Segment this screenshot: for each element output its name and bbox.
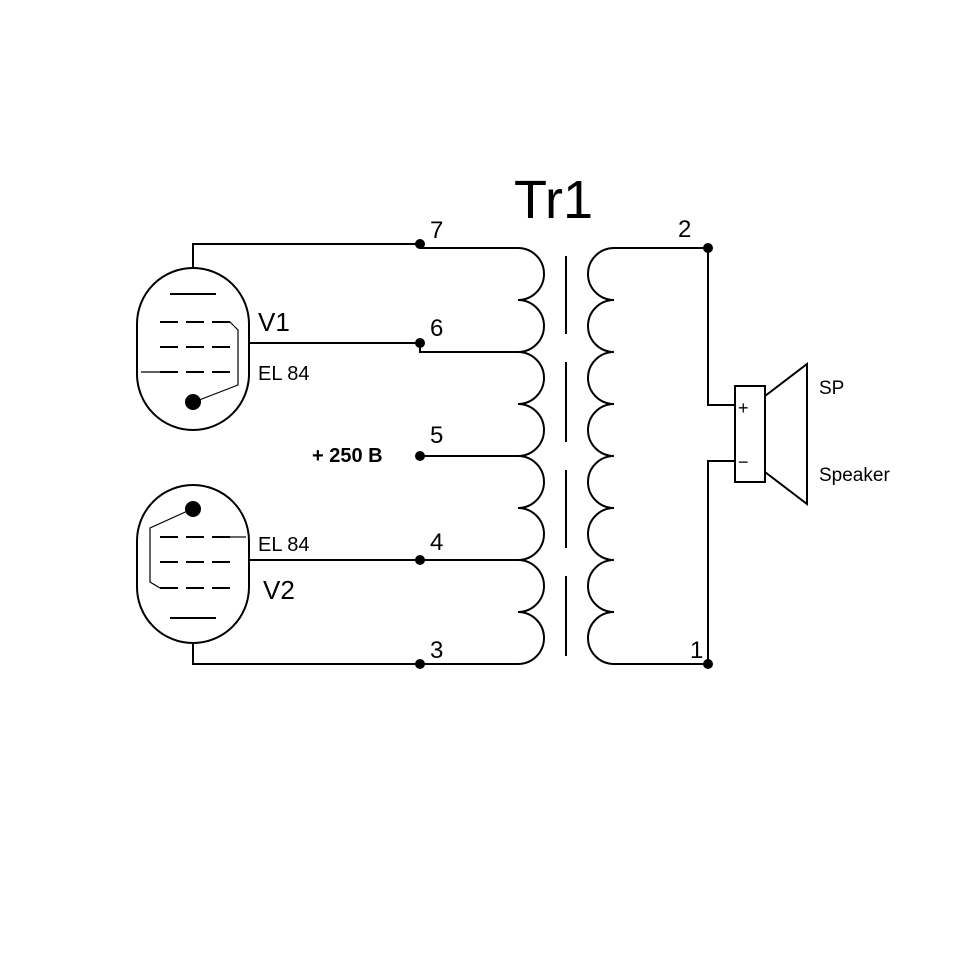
- speaker-cone: [764, 361, 808, 507]
- speaker-sp: + − SP Speaker: [734, 361, 890, 507]
- terminal-6: [415, 338, 425, 348]
- terminal-4: [415, 555, 425, 565]
- tube-v2-suppressor-link: [149, 508, 193, 589]
- tube-v2-cathode: [185, 501, 201, 517]
- primary-terminals: [415, 239, 425, 669]
- tube-v2-name: V2: [263, 575, 295, 605]
- tube-v2-type: EL 84: [258, 534, 310, 556]
- tube-v1-type: EL 84: [258, 363, 310, 385]
- pin-label-7: 7: [430, 217, 443, 244]
- pin-label-2: 2: [678, 216, 691, 243]
- terminal-3: [415, 659, 425, 669]
- speaker-plus-sign: +: [738, 398, 749, 418]
- speaker-label: SP: [819, 378, 844, 399]
- terminal-7: [415, 239, 425, 249]
- tube-v1-name: V1: [258, 307, 290, 337]
- pin-label-5: 5: [430, 422, 443, 449]
- transformer-tr1: Tr1: [514, 170, 615, 665]
- tube-v1-grids: [160, 321, 230, 373]
- primary-pin-labels: 7 6 5 4 3: [430, 217, 443, 664]
- tube-v2: EL 84 V2: [136, 484, 310, 644]
- supply-voltage-label: + 250 В: [312, 445, 383, 467]
- transformer-label: Tr1: [514, 170, 593, 230]
- tube-v2-envelope: [136, 484, 250, 644]
- pin-label-3: 3: [430, 637, 443, 664]
- pin-label-1: 1: [690, 637, 703, 664]
- tube-v1: V1 EL 84: [136, 267, 310, 431]
- tube-v2-grids: [160, 536, 230, 589]
- speaker-name: Speaker: [819, 465, 890, 486]
- pin-label-6: 6: [430, 315, 443, 342]
- pin-label-4: 4: [430, 529, 443, 556]
- terminal-1: [703, 659, 713, 669]
- terminal-2: [703, 243, 713, 253]
- terminal-5: [415, 451, 425, 461]
- secondary-winding: [587, 247, 615, 665]
- tube-v1-cathode: [185, 394, 201, 410]
- tube-v1-envelope: [136, 267, 250, 431]
- speaker-minus-sign: −: [738, 452, 749, 472]
- primary-winding: [517, 247, 545, 665]
- tube-v1-suppressor-link: [193, 321, 239, 403]
- secondary-wiring: 2 1: [614, 216, 735, 669]
